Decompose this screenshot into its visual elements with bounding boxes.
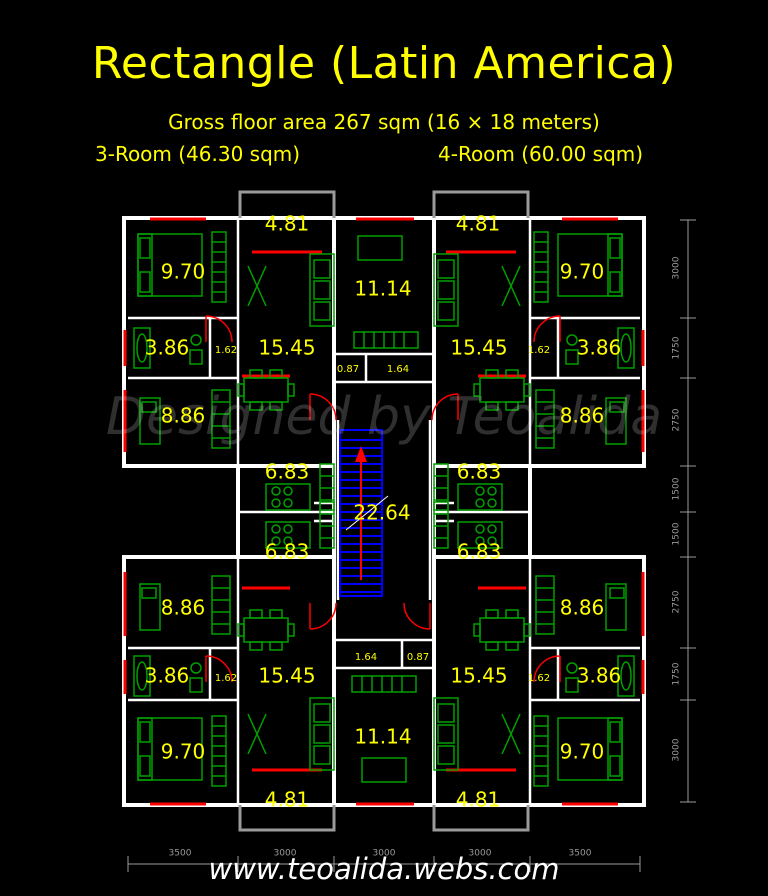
- hall-area-tl: 1.62: [215, 345, 237, 356]
- balconies: [238, 190, 530, 832]
- kitchen-area-bl: 6.83: [265, 540, 310, 564]
- kitchen-area-br: 6.83: [457, 540, 502, 564]
- bathroom-area-br: 3.86: [577, 664, 622, 688]
- dim-right-6: 2750: [672, 590, 682, 613]
- closet-area-top-b: 1.64: [387, 364, 409, 375]
- watermark: Designed by Teoalida: [106, 387, 662, 447]
- bedroom-area-bl: 9.70: [161, 740, 206, 764]
- bathroom-area-tr: 3.86: [577, 336, 622, 360]
- dim-bottom-1: 3500: [169, 849, 192, 859]
- balcony-area-tl: 4.81: [265, 212, 310, 236]
- living-area-tr: 15.45: [450, 336, 507, 360]
- closet-area-top-a: 0.87: [337, 364, 359, 375]
- staircase-area: 22.64: [353, 501, 410, 525]
- dimension-labels-right: 3000 1750 2750 1500 1500 2750 1750 3000: [672, 256, 682, 761]
- bedroom-area-tl: 9.70: [161, 260, 206, 284]
- bathroom-area-bl: 3.86: [145, 664, 190, 688]
- dim-bottom-3: 3000: [373, 849, 396, 859]
- dim-bottom-2: 3000: [274, 849, 297, 859]
- balcony-area-tr: 4.81: [456, 212, 501, 236]
- dim-right-2: 1750: [672, 336, 682, 359]
- second-bedroom-area-br: 8.86: [560, 596, 605, 620]
- kitchen-area-tr: 6.83: [457, 460, 502, 484]
- dim-right-4: 1500: [672, 477, 682, 500]
- dim-bottom-5: 3500: [569, 849, 592, 859]
- living-area-bl: 15.45: [258, 664, 315, 688]
- second-bedroom-area-tr: 8.86: [560, 404, 605, 428]
- dimension-labels-bottom: 3500 3000 3000 3000 3500: [169, 849, 592, 859]
- living-area-br: 15.45: [450, 664, 507, 688]
- hall-area-br: 1.62: [528, 673, 550, 684]
- website-url: www.teoalida.webs.com: [208, 852, 560, 886]
- dimension-lines: [127, 219, 696, 872]
- second-bedroom-area-bl: 8.86: [161, 596, 206, 620]
- living-area-tl: 15.45: [258, 336, 315, 360]
- bathroom-area-tl: 3.86: [145, 336, 190, 360]
- dim-right-7: 1750: [672, 662, 682, 685]
- balcony-area-br: 4.81: [456, 788, 501, 812]
- furniture: [133, 231, 635, 787]
- dim-bottom-4: 3000: [469, 849, 492, 859]
- closet-area-bottom-a: 1.64: [355, 652, 377, 663]
- bedroom-area-br: 9.70: [560, 740, 605, 764]
- dim-right-5: 1500: [672, 522, 682, 545]
- gross-area-subtitle: Gross floor area 267 sqm (16 × 18 meters…: [168, 110, 600, 134]
- interior-walls: [128, 218, 640, 805]
- four-room-label: 4-Room (60.00 sqm): [438, 142, 644, 166]
- dim-right-1: 3000: [672, 256, 682, 279]
- three-room-label: 3-Room (46.30 sqm): [95, 142, 301, 166]
- page-title: Rectangle (Latin America): [91, 38, 677, 89]
- master-bedroom-area-top: 11.14: [354, 277, 411, 301]
- second-bedroom-area-tl: 8.86: [161, 404, 206, 428]
- dim-right-8: 3000: [672, 738, 682, 761]
- staircase: [339, 429, 389, 597]
- master-bedroom-area-bottom: 11.14: [354, 725, 411, 749]
- balcony-area-bl: 4.81: [265, 788, 310, 812]
- bedroom-area-tr: 9.70: [560, 260, 605, 284]
- closet-area-bottom-b: 0.87: [407, 652, 429, 663]
- kitchen-area-tl: 6.83: [265, 460, 310, 484]
- hall-area-bl: 1.62: [215, 673, 237, 684]
- dim-right-3: 2750: [672, 408, 682, 431]
- hall-area-tr: 1.62: [528, 345, 550, 356]
- room-labels: 4.81 4.81 4.81 4.81 9.70 9.70 9.70 9.70 …: [145, 212, 622, 812]
